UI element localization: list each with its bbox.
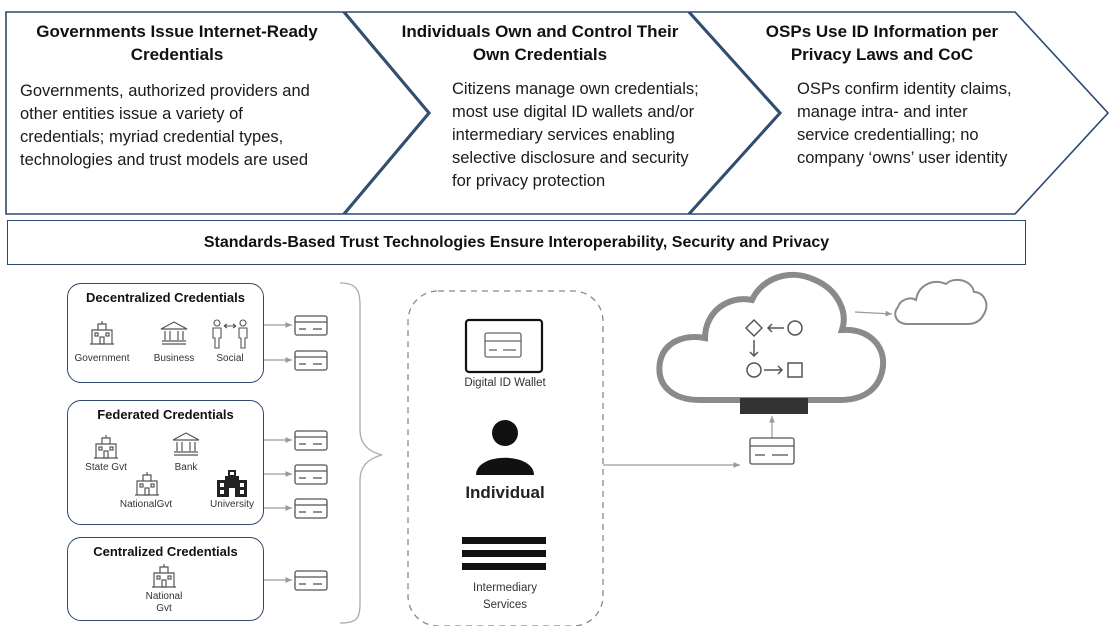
standards-banner: Standards-Based Trust Technologies Ensur…	[7, 220, 1026, 265]
services-label-line: Services	[482, 599, 528, 611]
square-shape	[787, 362, 803, 378]
chevron-1-body-line: credentials; myriad credential types,	[20, 128, 284, 146]
arrow-left-head	[766, 323, 773, 333]
cloud-to-cloud-arrow	[854, 310, 893, 317]
chevron-2-body-line: most use digital ID wallets and/or	[452, 103, 695, 121]
credential-card-icons	[294, 315, 795, 591]
bank-label: Bank	[174, 462, 198, 473]
cloud-icon	[656, 271, 887, 403]
chevron-2-title-line2: Own Credentials	[472, 45, 608, 64]
cloud-gateway-bar	[740, 398, 808, 414]
business-label: Business	[153, 353, 195, 364]
curly-brace	[339, 282, 383, 624]
credential-card-icon	[294, 315, 328, 336]
circle-shape	[746, 362, 762, 378]
chevron-2-body-line: intermediary services enabling	[452, 126, 675, 144]
centralized-credentials-group: Centralized Credentials	[67, 537, 264, 621]
chevron-2-body-line: for privacy protection	[452, 172, 606, 190]
university-label: University	[210, 499, 254, 510]
intermediary-services-label: Intermediary Services	[440, 580, 570, 614]
chevron-3-title-line2: Privacy Laws and CoC	[790, 45, 974, 64]
federated-credentials-group: Federated Credentials	[67, 400, 264, 525]
university-building-icon	[217, 470, 247, 497]
government-label: Government	[74, 353, 130, 364]
chevron-2-shape	[343, 11, 781, 215]
nationalgvt-label: NationalGvt	[119, 499, 173, 510]
national-government-building-icon	[135, 472, 159, 496]
chevron-1-body-line: Governments, authorized providers and	[20, 82, 310, 100]
arrow-right-head	[777, 365, 784, 375]
credential-card-icon	[294, 570, 328, 591]
chevron-2-title-line1: Individuals Own and Control Their	[401, 22, 679, 41]
chevron-1-title-line2: Credentials	[130, 45, 224, 64]
chevron-3-body-line: OSPs confirm identity claims,	[797, 80, 1012, 98]
chevron-1-title: Governments Issue Internet-Ready Credent…	[12, 20, 342, 66]
people-exchange-icon	[212, 319, 248, 349]
person-icon	[476, 420, 534, 475]
chevron-1-body-line: technologies and trust models are used	[20, 151, 309, 169]
chevron-3-body-line: manage intra- and inter	[797, 103, 968, 121]
digital-id-wallet-label: Digital ID Wallet	[464, 377, 546, 389]
state-gvt-label: State Gvt	[85, 462, 127, 473]
chevron-3-body-line: service credentialling; no	[797, 126, 979, 144]
central-government-building-icon	[152, 564, 176, 588]
chevron-1-body: Governments, authorized providers and ot…	[20, 80, 380, 172]
credential-card-icon	[294, 464, 328, 485]
bank-building-icon	[160, 321, 188, 345]
credential-card-icon	[749, 437, 795, 465]
centralized-credentials-title: Centralized Credentials	[93, 544, 238, 559]
stacked-bars-icon	[462, 537, 546, 570]
individual-label: Individual	[465, 483, 545, 502]
chevron-3-title: OSPs Use ID Information per Privacy Laws…	[732, 20, 1032, 66]
federated-credentials-title: Federated Credentials	[97, 407, 234, 422]
state-government-building-icon	[94, 435, 118, 459]
chevron-3-body-line: company ‘owns’ user identity	[797, 149, 1008, 167]
chevron-2-body: Citizens manage own credentials; most us…	[452, 78, 752, 193]
flow-symbols	[744, 318, 803, 378]
chevron-row	[5, 11, 1110, 215]
gvt-label-line: Gvt	[156, 603, 172, 614]
chevron-3-title-line1: OSPs Use ID Information per	[765, 22, 999, 41]
decentralized-credentials-title: Decentralized Credentials	[86, 290, 245, 305]
chevron-1-shape	[5, 11, 430, 215]
chevron-2-body-line: selective disclosure and security	[452, 149, 689, 167]
credential-card-icon	[294, 498, 328, 519]
decentralized-credentials-group: Decentralized Credentials	[67, 283, 264, 383]
chevron-1-title-line1: Governments Issue Internet-Ready	[36, 22, 318, 41]
chevron-2-title: Individuals Own and Control Their Own Cr…	[385, 20, 695, 66]
chevron-1-body-line: other entities issue a variety of	[20, 105, 243, 123]
diamond-shape	[744, 318, 764, 338]
credential-card-icon	[294, 350, 328, 371]
credential-card-icon	[294, 430, 328, 451]
chevron-2-body-line: Citizens manage own credentials;	[452, 80, 699, 98]
tablet-wallet-icon	[464, 318, 544, 374]
arrow-down-head	[749, 351, 759, 358]
bank-icon	[172, 432, 200, 456]
dashed-user-container	[407, 290, 604, 626]
chevron-3-body: OSPs confirm identity claims, manage int…	[797, 78, 1067, 170]
national-gvt-label: National Gvt	[134, 591, 194, 615]
social-label: Social	[216, 353, 244, 364]
national-label-line: National	[145, 591, 183, 602]
small-cloud-icon	[894, 278, 988, 325]
intermediary-label-line: Intermediary	[473, 582, 537, 594]
chevron-3-shape	[688, 11, 1110, 215]
circle-shape	[787, 320, 803, 336]
government-building-icon	[90, 321, 114, 345]
